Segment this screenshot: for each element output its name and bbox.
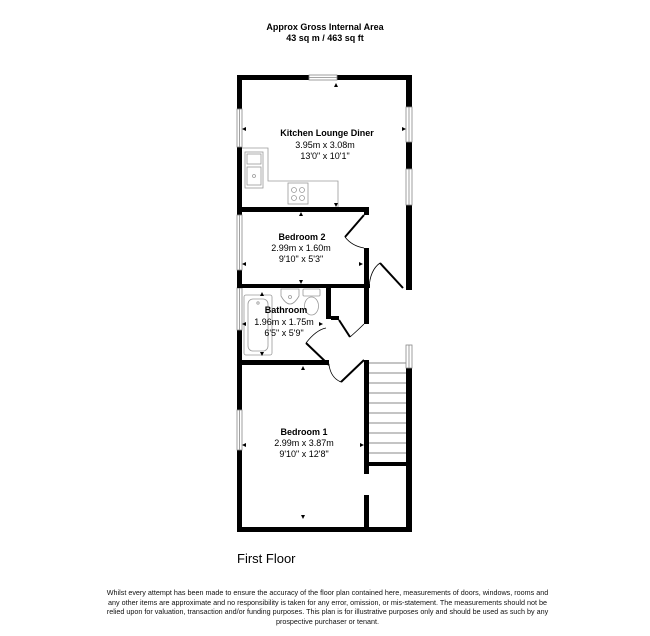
svg-text:2.99m x 1.60m: 2.99m x 1.60m	[271, 243, 331, 253]
disclaimer-line: Whilst every attempt has been made to en…	[106, 588, 549, 597]
svg-text:13'0" x 10'1": 13'0" x 10'1"	[300, 151, 349, 161]
disclaimer-line: any other items are approximate and no r…	[108, 597, 547, 607]
disclaimer-line: prospective purchaser or tenant.	[275, 616, 380, 626]
room-label-bathroom: Bathroom 1.96m x 1.75m 6'5" x 5'9"	[254, 305, 314, 338]
dimension-markers	[242, 83, 406, 519]
svg-text:2.99m x 3.87m: 2.99m x 3.87m	[274, 438, 334, 448]
svg-text:6'5" x 5'9": 6'5" x 5'9"	[264, 328, 303, 338]
floor-title: First Floor	[237, 551, 296, 566]
svg-text:3.95m x 3.08m: 3.95m x 3.08m	[295, 140, 355, 150]
room-label-bedroom-2: Bedroom 2 2.99m x 1.60m 9'10" x 5'3"	[271, 232, 331, 264]
svg-text:1.96m x 1.75m: 1.96m x 1.75m	[254, 317, 314, 327]
svg-text:Kitchen Lounge Diner: Kitchen Lounge Diner	[280, 128, 374, 138]
kitchen-fixtures	[242, 147, 339, 207]
hob-icon	[287, 182, 309, 205]
room-label-kitchen: Kitchen Lounge Diner 3.95m x 3.08m 13'0"…	[280, 128, 374, 161]
room-label-bedroom-1: Bedroom 1 2.99m x 3.87m 9'10" x 12'8"	[274, 427, 334, 459]
disclaimer-line: relied upon for valuation, transaction a…	[106, 607, 549, 617]
svg-text:9'10" x 5'3": 9'10" x 5'3"	[279, 254, 323, 264]
interior-walls	[237, 207, 406, 527]
svg-text:Bathroom: Bathroom	[265, 305, 308, 315]
staircase[interactable]	[369, 362, 406, 454]
basin-icon	[280, 288, 300, 305]
svg-text:Bedroom 1: Bedroom 1	[280, 427, 327, 437]
area-value: 43 sq m / 463 sq ft	[286, 33, 364, 43]
sink-icon	[244, 151, 264, 189]
svg-text:9'10" x 12'8": 9'10" x 12'8"	[279, 449, 328, 459]
exterior-walls	[237, 75, 412, 532]
disclaimer: Whilst every attempt has been made to en…	[40, 588, 615, 626]
area-title: Approx Gross Internal Area	[266, 22, 384, 32]
area-header: Approx Gross Internal Area 43 sq m / 463…	[0, 22, 650, 44]
toilet-icon	[302, 288, 321, 297]
svg-text:Bedroom 2: Bedroom 2	[278, 232, 325, 242]
doors[interactable]	[305, 214, 404, 383]
